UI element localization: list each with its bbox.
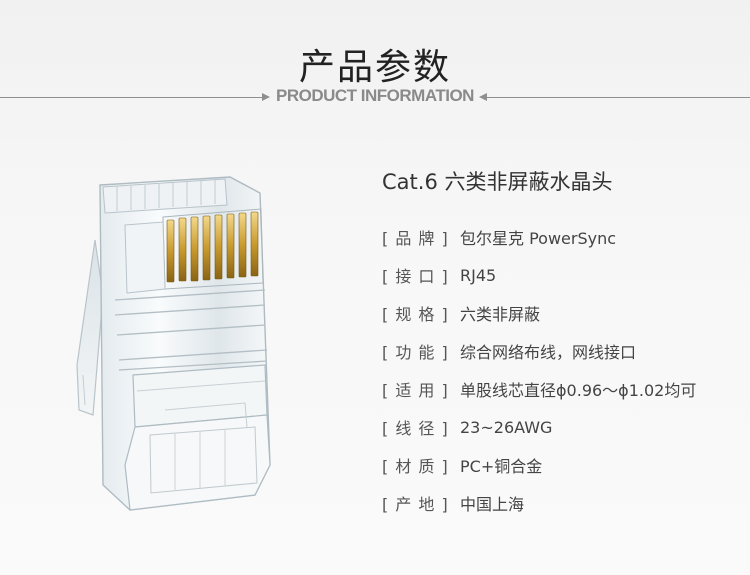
spec-value: 单股线芯直径ϕ0.96〜ϕ1.02均可 xyxy=(460,381,697,400)
divider-line-left xyxy=(0,97,262,98)
spec-label: [ 适 用 ] xyxy=(382,381,449,400)
product-name: Cat.6 六类非屏蔽水晶头 xyxy=(382,170,613,194)
spec-value: PC+铜合金 xyxy=(460,457,543,476)
spec-value: 23~26AWG xyxy=(460,417,553,437)
spec-list: [ 品 牌 ] 包尔星克 PowerSync [ 接 口 ] RJ45 [ 规 … xyxy=(382,218,742,522)
rj45-connector-icon xyxy=(76,176,271,511)
spec-value: 综合网络布线，网线接口 xyxy=(460,343,637,362)
spec-row-origin: [ 产 地 ] 中国上海 xyxy=(382,484,742,522)
page-title: 产品参数 xyxy=(298,47,451,88)
rj45-connector-image xyxy=(55,165,315,545)
spec-label: [ 规 格 ] xyxy=(382,305,449,324)
spec-row-interface: [ 接 口 ] RJ45 xyxy=(382,256,742,294)
spec-row-brand: [ 品 牌 ] 包尔星克 PowerSync xyxy=(382,218,742,256)
spec-label: [ 产 地 ] xyxy=(382,495,449,514)
spec-row-wire-gauge: [ 线 径 ] 23~26AWG xyxy=(382,408,742,446)
page-subtitle: PRODUCT INFORMATION xyxy=(276,86,474,105)
spec-label: [ 线 径 ] xyxy=(382,419,449,438)
spec-value: 包尔星克 PowerSync xyxy=(460,229,617,248)
spec-value: 中国上海 xyxy=(460,495,525,514)
spec-row-function: [ 功 能 ] 综合网络布线，网线接口 xyxy=(382,332,742,370)
spec-value: RJ45 xyxy=(460,265,497,285)
spec-label: [ 功 能 ] xyxy=(382,343,449,362)
arrow-right-icon xyxy=(262,93,270,101)
spec-value: 六类非屏蔽 xyxy=(460,305,541,324)
spec-label: [ 接 口 ] xyxy=(382,267,449,286)
spec-label: [ 品 牌 ] xyxy=(382,229,449,248)
spec-row-applicable: [ 适 用 ] 单股线芯直径ϕ0.96〜ϕ1.02均可 xyxy=(382,370,742,408)
arrow-left-icon xyxy=(479,93,487,101)
subtitle-divider: PRODUCT INFORMATION xyxy=(0,86,750,108)
spec-label: [ 材 质 ] xyxy=(382,457,449,476)
divider-line-right xyxy=(487,97,750,98)
spec-row-material: [ 材 质 ] PC+铜合金 xyxy=(382,446,742,484)
spec-row-specification: [ 规 格 ] 六类非屏蔽 xyxy=(382,294,742,332)
